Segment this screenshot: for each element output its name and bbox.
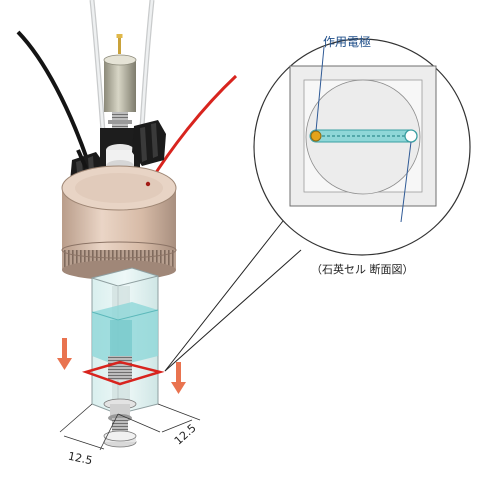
- callout-line-upper: [164, 220, 284, 372]
- working-electrode-label: 作用電極: [323, 35, 372, 49]
- callout-line-lower: [164, 249, 302, 372]
- black-wire: [16, 30, 90, 163]
- working-electrode-dot: [310, 130, 322, 142]
- right-fitting: [132, 120, 166, 166]
- dimension-lines: [59, 403, 201, 451]
- right-arrow: [171, 362, 186, 394]
- cell-cap: [61, 165, 177, 280]
- we-leader: [315, 46, 325, 132]
- section-view: [253, 38, 471, 256]
- ce-leader: [400, 141, 412, 223]
- black-wire-top: [76, 149, 88, 169]
- reference-electrode: [103, 34, 137, 134]
- red-wire: [148, 74, 238, 183]
- white-wire-left-hi: [90, 0, 106, 146]
- section-caption: （石英セル 断面図）: [311, 263, 414, 276]
- center-fitting: [100, 128, 140, 172]
- counter-electrode-dot: [404, 129, 418, 143]
- quartz-cuvette: [81, 267, 165, 448]
- section-line: [81, 360, 165, 386]
- left-arrow: [57, 338, 72, 370]
